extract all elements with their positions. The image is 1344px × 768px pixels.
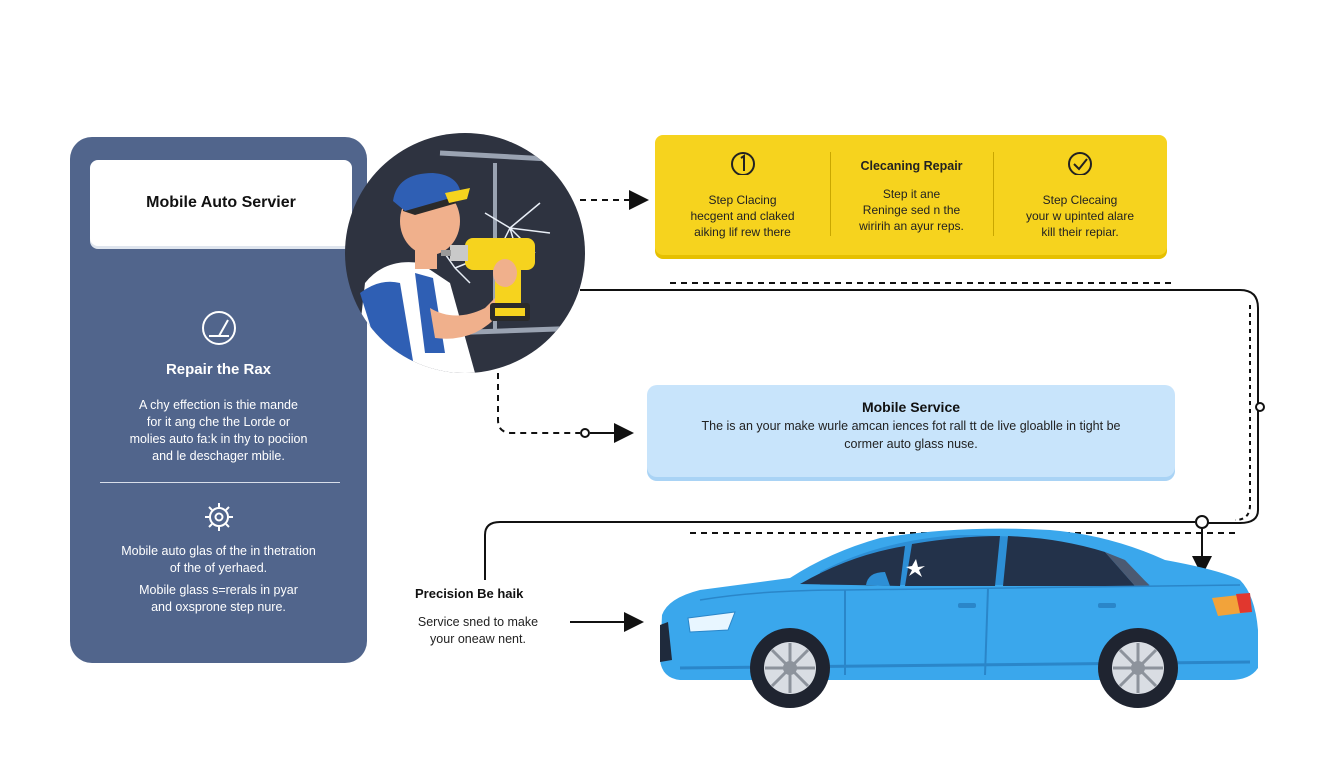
step-1-line: aiking lif rew there xyxy=(694,225,791,239)
connector-line xyxy=(1234,305,1251,521)
section1-text: A chy effection is thie mande for it ang… xyxy=(70,397,367,465)
step-2-line: wiririh an ayur reps. xyxy=(859,219,964,233)
step-column-2: Clecaning Repair Step it ane Reninge sed… xyxy=(830,135,993,255)
panel-title: Mobile Auto Servier xyxy=(146,194,296,211)
step-2-line: Step it ane xyxy=(882,187,941,201)
mobile-service-line: The is an your make wurle amcan iences f… xyxy=(701,419,1121,433)
section1-line: molies auto fa:k in thy to pociion xyxy=(129,432,308,446)
mobile-service-title: Mobile Service xyxy=(861,399,961,415)
mobile-service-card: Mobile Service The is an your make wurle… xyxy=(647,385,1175,477)
step-1-line: hecgent and claked xyxy=(690,209,795,223)
glass-crack-icon xyxy=(906,559,925,577)
section1-line: for it ang che the Lorde or xyxy=(146,415,291,429)
step-column-1: Step Clacing hecgent and claked aiking l… xyxy=(655,135,830,255)
step-3-line: kill their repiar. xyxy=(1041,225,1119,239)
steps-card: Step Clacing hecgent and claked aiking l… xyxy=(655,135,1167,255)
step-divider xyxy=(830,152,831,236)
connector-node xyxy=(1255,402,1265,412)
step-column-3: Step Clecaing your w upinted alare kill … xyxy=(993,135,1167,255)
section2-line: Mobile auto glas of the in thetration xyxy=(121,544,316,558)
mobile-service-line: cormer auto glass nuse. xyxy=(844,437,978,451)
precision-line: Service sned to make xyxy=(417,615,539,629)
step-3-line: Step Clecaing xyxy=(1042,193,1118,207)
section2-line: and oxsprone step nure. xyxy=(151,600,286,614)
step-divider xyxy=(993,152,994,236)
wheel-icon xyxy=(750,628,830,708)
connector-line xyxy=(497,373,580,434)
section2-line: Mobile glass s=rerals in pyar xyxy=(139,583,298,597)
panel-divider xyxy=(100,482,340,483)
step-2-line: Reninge sed n the xyxy=(862,203,961,217)
step-3-line: your w upinted alare xyxy=(1025,209,1135,223)
precision-title: Precision Be haik xyxy=(415,586,524,601)
section2-text: Mobile auto glas of the in thetration of… xyxy=(70,543,367,616)
section1-heading: Repair the Rax xyxy=(165,361,272,378)
precision-body: Service sned to make your oneaw nent. xyxy=(398,614,558,648)
connector-line xyxy=(580,289,1259,524)
connector-node xyxy=(1195,515,1209,529)
panel-title-card: Mobile Auto Servier xyxy=(90,160,352,246)
worker-drawing xyxy=(355,150,585,373)
car-illustration xyxy=(660,528,1258,708)
mobile-service-body: The is an your make wurle amcan iences f… xyxy=(647,417,1175,453)
section2-line: of the of yerhaed. xyxy=(169,561,268,575)
connector-line xyxy=(484,521,1195,580)
wheel-icon xyxy=(1098,628,1178,708)
section1-line: A chy effection is thie mande xyxy=(139,398,298,412)
worker-illustration xyxy=(345,133,585,373)
section1-line: and le deschager mbile. xyxy=(152,449,285,463)
step-2-heading: Clecaning Repair xyxy=(860,159,963,173)
connector-node xyxy=(580,428,590,438)
step-1-line: Step Clacing xyxy=(708,193,777,207)
precision-line: your oneaw nent. xyxy=(430,632,526,646)
